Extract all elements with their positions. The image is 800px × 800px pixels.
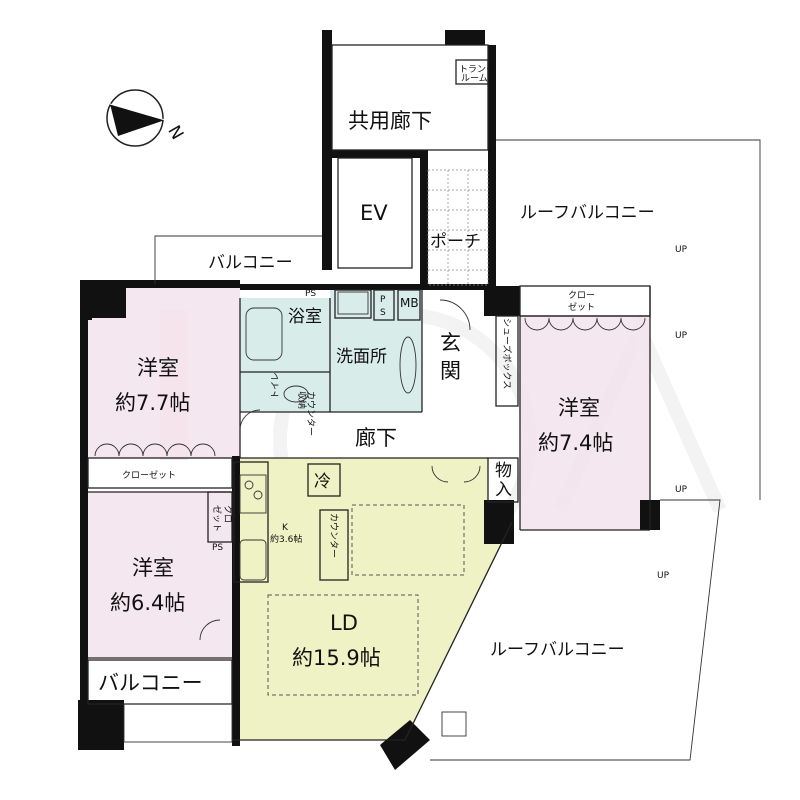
balcony-bottom-label: バルコニー [98,671,203,695]
room-4-name: LD [330,611,358,635]
closet-small-label-2: ゼット [211,505,223,532]
storage-label-2: 入 [495,480,512,500]
room-2-size: 約6.4帖 [110,591,185,615]
kitchen-label-1: K [282,523,289,533]
common-corridor-label: 共用廊下 [348,109,432,133]
living-fill [232,458,512,740]
sofa-area-outline [267,594,419,696]
up-label-1: UP [675,245,688,255]
ps-mid-label-2: S [380,308,386,318]
bedroom-7-7-fill [88,288,240,458]
bath-label: 浴室 [288,307,322,327]
bedroom-7-4-fill [520,316,650,530]
ps-mid-label-1: P [380,295,386,305]
toilet-label: トイレ [271,372,281,399]
storage-label-1: 物 [495,461,512,481]
toilet-fill [240,372,330,412]
washroom-label: 洗面所 [336,347,387,367]
fixtures [239,291,467,737]
corridor-label: 廊下 [355,426,397,450]
walls [78,30,660,770]
ps-top-label: PS [305,289,316,299]
shoe-box-label: シューズボックス [501,318,513,389]
closet-right-label-1: クロー [568,290,595,301]
fridge-label: 冷 [314,472,331,492]
mb-label: MB [400,296,419,310]
counter-small-label-1: カウンター [305,391,316,436]
north-arrow-icon [106,89,166,147]
porch-grid [427,169,489,286]
compass-label: N [163,122,187,143]
entrance-label-2: 関 [440,359,461,383]
room-2-name: 洋室 [132,556,174,580]
ev-label: EV [360,201,388,225]
kitchen-label-2: 約3.6帖 [270,533,302,545]
room-1-name: 洋室 [137,356,179,380]
balconies [123,139,761,761]
counter-label: カウンター [328,513,339,558]
up-label-4: UP [657,571,670,581]
closet-small-label-1: クロ [222,505,233,523]
closet-doors [94,299,646,641]
balcony-top-label: バルコニー [208,253,293,273]
ps-left-label: PS [212,543,223,553]
entrance-label-1: 玄 [440,331,461,355]
room-3-name: 洋室 [558,396,600,420]
closet-right-label-2: ゼット [568,301,595,313]
porch-label: ポーチ [430,232,481,252]
room-3-size: 約7.4帖 [538,431,613,455]
trunk-room-label-2: ルーム [461,73,488,84]
bath-fill [240,298,330,372]
room-4-size: 約15.9帖 [292,646,381,670]
trunk-room-label-1: トランク [459,64,495,75]
up-label-3: UP [675,485,688,495]
counter-small-label-2: 収納 [296,391,308,409]
interior-lines [87,44,651,741]
dining-table-outline [351,504,465,576]
up-label-2: UP [675,331,688,341]
room-1-size: 約7.7帖 [115,391,190,415]
roof-balcony-bottom-label: ルーフバルコニー [490,640,625,660]
bedroom-6-4-fill [88,492,232,658]
roof-balcony-top-label: ルーフバルコニー [520,203,655,223]
closet-left-label: クローゼット [122,469,176,481]
